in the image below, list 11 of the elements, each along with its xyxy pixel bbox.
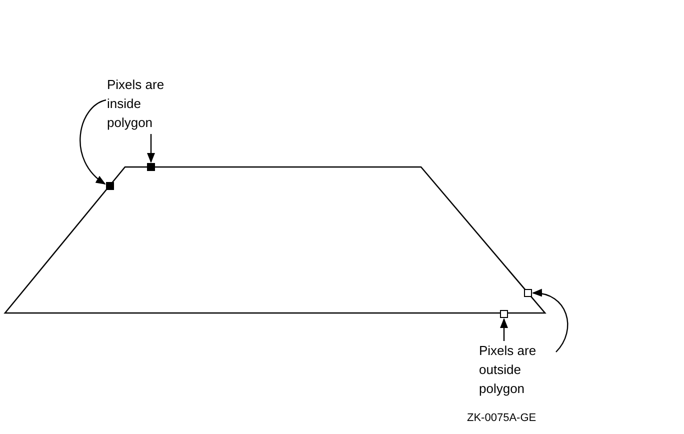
leader-arrow xyxy=(80,99,106,185)
filled-pixel-square xyxy=(106,182,114,190)
leader-arrow xyxy=(532,290,568,352)
figure-id-label: ZK-0075A-GE xyxy=(467,411,536,426)
leader-arrow xyxy=(500,318,508,341)
hollow-pixel-square xyxy=(524,289,532,297)
hollow-pixel-square xyxy=(500,310,508,318)
filled-pixel-square xyxy=(147,163,155,171)
leader-arrow xyxy=(147,134,155,163)
callout-text: Pixels are inside polygon xyxy=(107,75,187,132)
callout-text: Pixels are outside polygon xyxy=(479,341,559,398)
